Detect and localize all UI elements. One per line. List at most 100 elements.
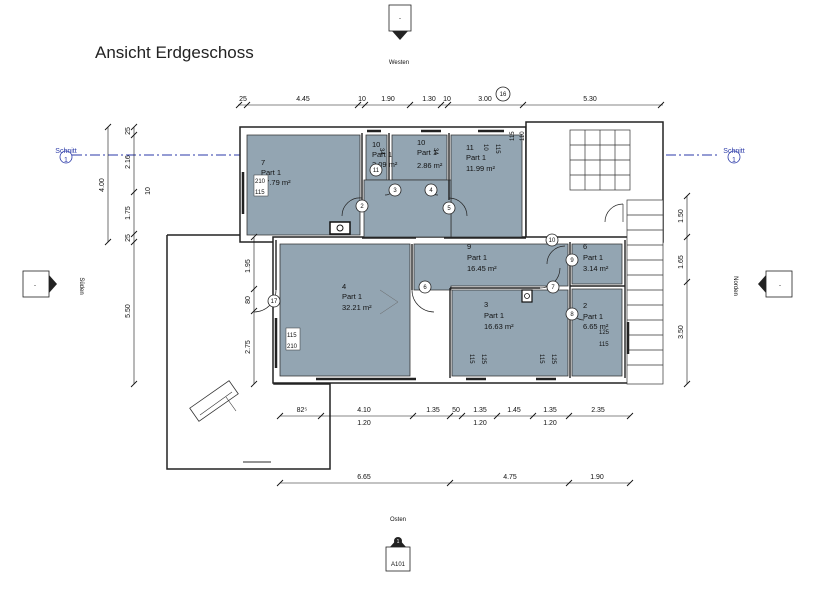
svg-text:11: 11	[466, 143, 474, 152]
window-labels: 210 115 115 210 34 34 10 115 115 125 115…	[253, 131, 610, 365]
svg-text:210: 210	[255, 179, 266, 185]
elevation-marker-osten[interactable]: 1 A101	[385, 537, 411, 572]
hall-upper[interactable]	[363, 179, 452, 238]
svg-text:5: 5	[447, 206, 451, 212]
svg-text:80: 80	[245, 296, 252, 304]
svg-text:1.75: 1.75	[125, 206, 132, 220]
svg-text:10: 10	[482, 144, 488, 151]
svg-text:34: 34	[432, 148, 438, 155]
svg-text:1.45: 1.45	[507, 407, 521, 414]
section-marker-left[interactable]: Schnitt 1	[55, 148, 76, 164]
top-dimensions: 25 4.45 10 1.90 1.30 10 3.00 5.30	[239, 96, 597, 103]
room-9[interactable]	[413, 243, 569, 291]
svg-text:17: 17	[271, 299, 278, 305]
right-dimensions: 1.50 1.65 3.50	[678, 209, 685, 339]
svg-text:1.20: 1.20	[473, 420, 487, 427]
svg-text:2.86 m²: 2.86 m²	[417, 161, 443, 170]
svg-text:115: 115	[255, 190, 265, 196]
room-label-7: 7 Part 1 17.79 m²	[261, 158, 291, 187]
sun-lounger-icon	[189, 380, 239, 422]
svg-text:10: 10	[443, 96, 451, 103]
svg-text:3.50: 3.50	[678, 325, 685, 339]
svg-text:1.50: 1.50	[678, 209, 685, 223]
svg-text:3: 3	[484, 300, 488, 309]
staircase	[569, 129, 664, 385]
room-label-10b: 10 Part 1 2.86 m²	[417, 138, 443, 170]
section-right-number: 1	[732, 157, 736, 164]
svg-text:115: 115	[494, 144, 500, 154]
room-label-6: 6 Part 1 3.14 m²	[583, 242, 609, 273]
svg-text:1.90: 1.90	[381, 96, 395, 103]
section-marker-right[interactable]: Schnitt 1	[723, 148, 744, 164]
fireplace-icon	[329, 221, 351, 235]
svg-text:210: 210	[287, 344, 298, 350]
svg-text:82⁵: 82⁵	[297, 407, 308, 414]
svg-text:Part 1: Part 1	[417, 148, 437, 157]
svg-text:1.95: 1.95	[245, 259, 252, 273]
left-dimensions: 25 2.16 1.75 25 4.00 10 1.95 80 2.75 5.5…	[99, 127, 252, 354]
svg-text:4: 4	[342, 282, 346, 291]
svg-text:10: 10	[358, 96, 366, 103]
svg-text:11.99 m²: 11.99 m²	[466, 164, 496, 173]
section-left-number: 1	[64, 157, 68, 164]
svg-text:4.45: 4.45	[296, 96, 310, 103]
norden-marker-symbol: -	[779, 283, 781, 289]
svg-text:2.75: 2.75	[245, 340, 252, 354]
elevation-marker-norden[interactable]: -	[758, 270, 793, 298]
room-label-10a: 10 Part 1 3.09 m²	[372, 140, 398, 169]
grid-bubble[interactable]	[495, 86, 511, 102]
svg-text:17.79 m²: 17.79 m²	[261, 178, 291, 187]
room-label-11: 11 Part 1 11.99 m²	[466, 143, 496, 173]
svg-text:Part 1: Part 1	[261, 168, 281, 177]
svg-text:1.35: 1.35	[543, 407, 557, 414]
svg-text:1.90: 1.90	[590, 474, 604, 481]
svg-text:8: 8	[570, 312, 574, 318]
svg-text:7: 7	[261, 158, 265, 167]
room-2[interactable]	[571, 288, 623, 377]
svg-text:4.00: 4.00	[99, 178, 106, 192]
svg-text:16.63 m²: 16.63 m²	[484, 322, 514, 331]
svg-text:10: 10	[145, 187, 152, 195]
west-marker-symbol: -	[399, 16, 401, 22]
svg-text:1.30: 1.30	[422, 96, 436, 103]
view-title: Ansicht Erdgeschoss	[95, 43, 254, 62]
svg-text:Part 1: Part 1	[342, 292, 362, 301]
svg-text:125: 125	[599, 330, 610, 336]
norden-label: Norden	[732, 276, 738, 296]
svg-text:6.65 m²: 6.65 m²	[583, 322, 609, 331]
svg-text:11: 11	[373, 168, 380, 174]
room-6[interactable]	[571, 243, 623, 285]
svg-text:2.35: 2.35	[591, 407, 605, 414]
room-7[interactable]	[246, 134, 361, 236]
sued-marker-symbol: -	[34, 283, 36, 289]
sink-icon	[521, 289, 533, 303]
svg-text:5.50: 5.50	[125, 304, 132, 318]
svg-text:6: 6	[423, 285, 427, 291]
section-left-label: Schnitt	[55, 148, 76, 155]
stair-arrow-icon	[379, 289, 399, 315]
svg-text:110: 110	[520, 131, 526, 141]
svg-text:Part 1: Part 1	[466, 153, 486, 162]
room-label-4: 4 Part 1 32.21 m²	[342, 282, 372, 312]
svg-text:6.65: 6.65	[357, 474, 371, 481]
svg-text:4.10: 4.10	[357, 407, 371, 414]
svg-text:1.35: 1.35	[473, 407, 487, 414]
svg-text:10: 10	[417, 138, 425, 147]
svg-text:Part 1: Part 1	[583, 312, 603, 321]
svg-text:2: 2	[360, 204, 364, 210]
elevation-marker-west[interactable]: -	[388, 4, 412, 40]
svg-text:Part 1: Part 1	[467, 253, 487, 262]
svg-text:125: 125	[550, 354, 556, 365]
elevation-marker-sued[interactable]: -	[22, 270, 57, 298]
svg-text:34: 34	[378, 148, 384, 155]
window-openings	[241, 129, 630, 381]
dimension-ticks	[104, 101, 691, 487]
svg-text:115: 115	[538, 354, 544, 364]
room-4[interactable]	[279, 243, 411, 377]
grid-bubble-label: 16	[500, 92, 507, 98]
svg-text:1.20: 1.20	[543, 420, 557, 427]
room-label-2: 2 Part 1 6.65 m²	[583, 301, 609, 331]
svg-text:9: 9	[467, 242, 471, 251]
svg-text:115: 115	[287, 333, 297, 339]
